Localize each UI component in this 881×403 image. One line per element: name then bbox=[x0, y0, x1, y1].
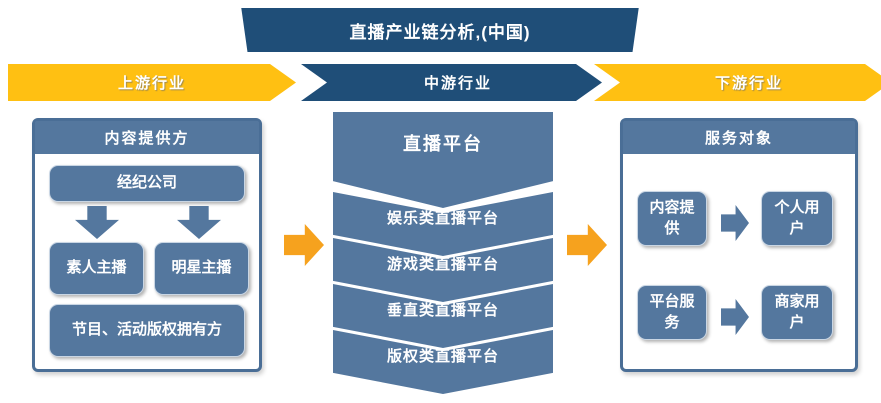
platform-stack-title: 直播平台 bbox=[333, 112, 553, 208]
platform-stack: 直播平台 娱乐类直播平台 游戏类直播平台 垂直类直播平台 版权类直播平台 bbox=[333, 112, 553, 403]
content-provider-node: 内容提供 bbox=[637, 191, 707, 246]
stage-banner-midstream: 中游行业 bbox=[301, 64, 602, 101]
right-arrow-icon bbox=[721, 299, 749, 335]
flow-arrow-midstream-to-downstream-icon bbox=[567, 224, 607, 266]
down-arrow-icon bbox=[75, 206, 119, 239]
amateur-anchor-node: 素人主播 bbox=[49, 242, 144, 295]
platform-service-node: 平台服务 bbox=[637, 285, 707, 340]
agency-node: 经纪公司 bbox=[49, 165, 245, 202]
downstream-panel-header: 服务对象 bbox=[623, 121, 855, 154]
stage-banner-upstream: 上游行业 bbox=[8, 64, 296, 101]
upstream-panel: 内容提供方 经纪公司 素人主播 明星主播 节目、活动版权拥有方 bbox=[32, 118, 262, 372]
flow-arrow-upstream-to-midstream-icon bbox=[284, 224, 324, 266]
right-arrow-icon bbox=[721, 205, 749, 241]
downstream-panel: 服务对象 内容提供 个人用户 平台服务 商家用户 bbox=[620, 118, 858, 372]
diagram-title: 直播产业链分析,(中国) bbox=[241, 8, 639, 52]
down-arrow-icon bbox=[177, 206, 221, 239]
upstream-panel-header: 内容提供方 bbox=[35, 121, 259, 154]
stage-banner-downstream: 下游行业 bbox=[594, 64, 881, 101]
merchant-user-node: 商家用户 bbox=[761, 285, 833, 340]
personal-user-node: 个人用户 bbox=[761, 191, 833, 246]
star-anchor-node: 明星主播 bbox=[154, 242, 249, 295]
rights-owner-node: 节目、活动版权拥有方 bbox=[49, 304, 245, 357]
